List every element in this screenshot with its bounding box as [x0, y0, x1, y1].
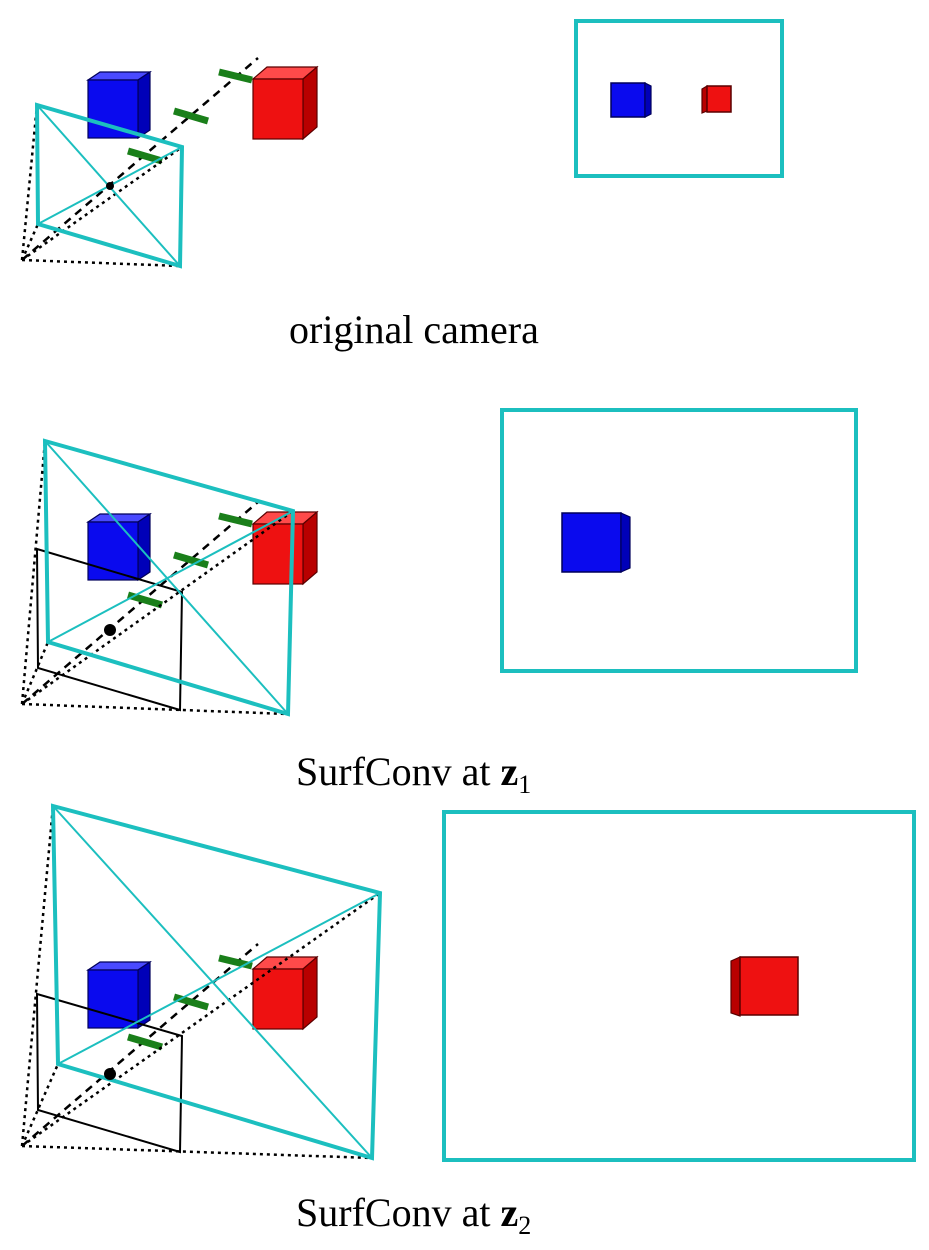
- projected-red-cube: [730, 956, 799, 1017]
- caption-text: SurfConv at: [296, 1190, 501, 1235]
- red-cube: [252, 956, 318, 1030]
- image-frame: [442, 810, 916, 1162]
- image-view-surfconv-z1: [500, 408, 858, 673]
- original-image-plane: [35, 547, 184, 712]
- scene-surfconv-z2: [20, 803, 383, 1161]
- image-view-surfconv-z2: [442, 810, 916, 1162]
- caption-bold-symbol: z: [500, 1190, 519, 1235]
- image-view-original-camera: [574, 19, 784, 178]
- image-frame: [500, 408, 858, 673]
- frustum-rays: [20, 440, 294, 716]
- caption-text: original camera: [289, 307, 539, 352]
- caption-surfconv-z2: SurfConv at z2: [296, 1193, 531, 1239]
- frustum-rays: [20, 104, 183, 268]
- caption-surfconv-z1: SurfConv at z1: [296, 752, 531, 798]
- principal-point: [104, 624, 116, 636]
- caption-bold-symbol: z: [500, 749, 519, 794]
- principal-point: [106, 182, 114, 190]
- projected-blue-cube: [561, 512, 631, 573]
- principal-point: [104, 1068, 116, 1080]
- projected-blue-cube: [610, 82, 652, 118]
- caption-subscript: 1: [518, 770, 532, 799]
- projected-red-cube: [701, 84, 732, 114]
- original-image-plane: [35, 992, 184, 1154]
- caption-text: SurfConv at: [296, 749, 501, 794]
- frustum-rays: [20, 805, 381, 1160]
- caption-subscript: 2: [518, 1211, 532, 1240]
- scene-surfconv-z1: [20, 438, 318, 717]
- scene-original-camera: [20, 58, 318, 269]
- caption-original-camera: original camera: [289, 310, 539, 350]
- red-cube: [252, 511, 318, 585]
- red-cube: [252, 66, 318, 140]
- image-frame: [574, 19, 784, 178]
